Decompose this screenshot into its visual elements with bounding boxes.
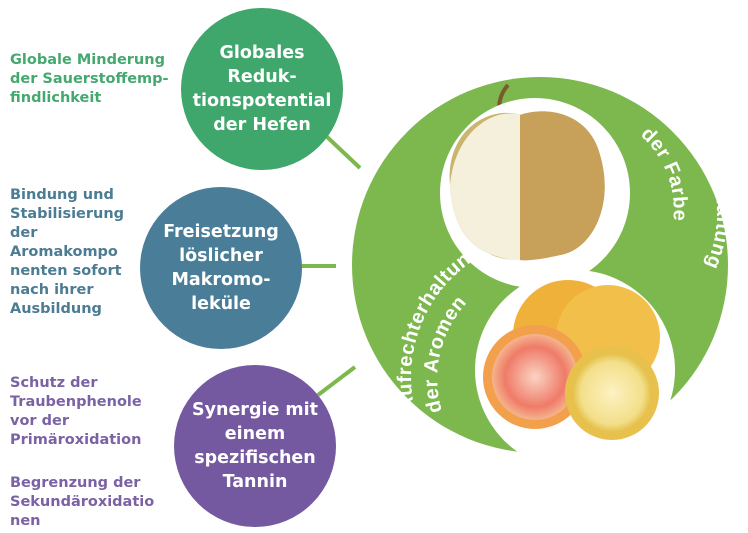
- big-circle: Aufrechterhaltung der Farbe Aufrechterha…: [330, 75, 748, 455]
- note-primary-oxidation: Schutz der Traubenphenole vor der Primär…: [10, 374, 142, 450]
- note-oxygen-sensitivity: Globale Minderung der Sauerstoffemp- fin…: [10, 51, 169, 108]
- circle-tannin-synergy: Synergie mit einem spezifischen Tannin: [174, 365, 336, 527]
- note-aroma-binding: Bindung und Stabilisierung der Aromakomp…: [10, 186, 124, 319]
- circle-macromolecule-release: Freisetzung löslicher Makromo- leküle: [140, 187, 302, 349]
- note-secondary-oxidation: Begrenzung der Sekundäroxidatio nen: [10, 474, 154, 531]
- circle-yeast-reduction: Globales Reduk- tionspotential der Hefen: [181, 8, 343, 170]
